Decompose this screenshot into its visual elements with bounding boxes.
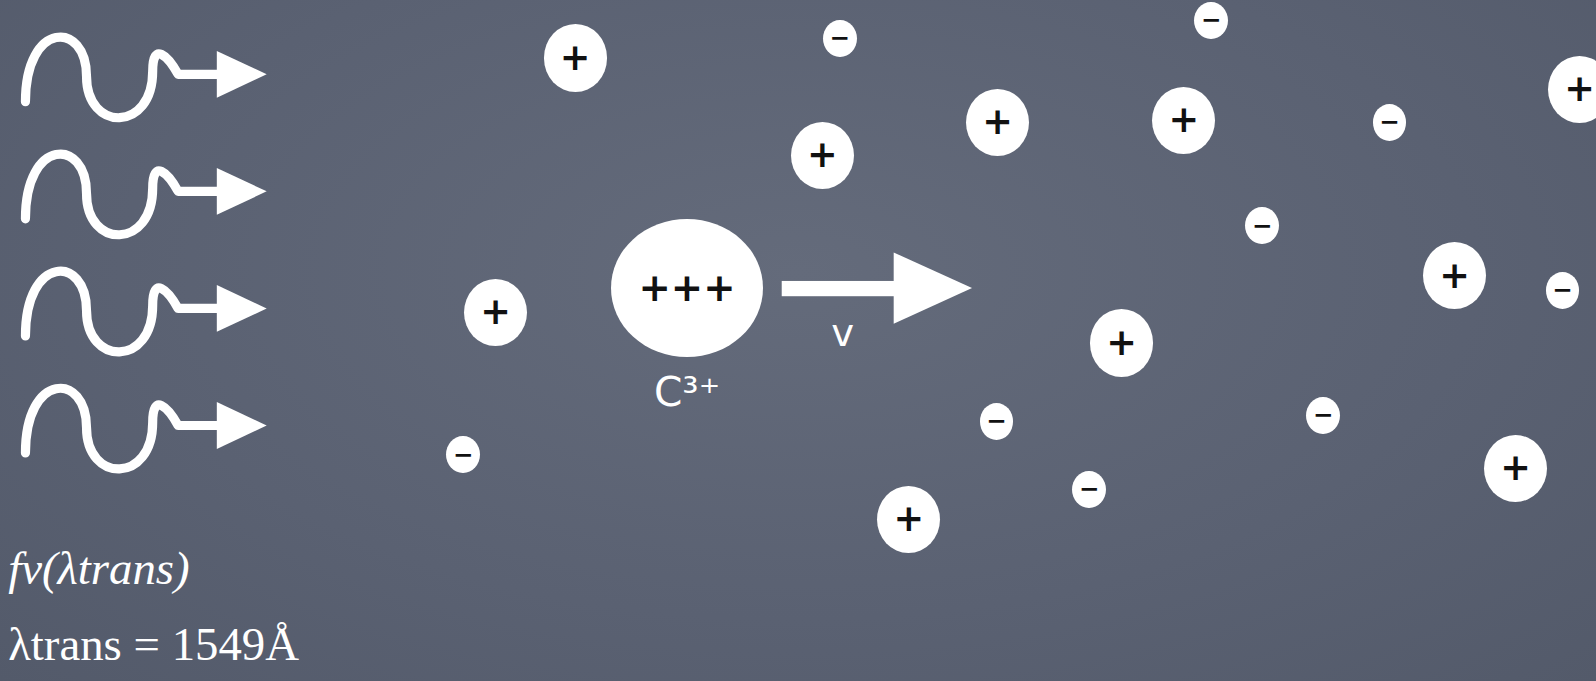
- wave: [25, 37, 218, 118]
- formula-label: λtrans = 1549Å: [8, 621, 299, 668]
- charge-circle: +: [791, 122, 854, 189]
- charge-circle: −: [446, 436, 480, 473]
- arrowhead: [217, 285, 267, 332]
- charge-circle: +: [966, 89, 1029, 156]
- charge-sign: +: [807, 137, 838, 174]
- charge-circle: −: [980, 403, 1014, 440]
- wave: [25, 388, 218, 469]
- charge-sign: +: [982, 104, 1013, 141]
- charge-circle: +: [877, 486, 940, 553]
- charge-circle: +: [544, 24, 607, 91]
- charge-circle: −: [1194, 2, 1228, 39]
- charge-sign: +: [1564, 71, 1595, 108]
- charge-sign: +: [1439, 258, 1470, 295]
- charge-circle: −: [823, 20, 857, 57]
- charge-sign: −: [1379, 110, 1399, 134]
- charge-sign: +: [1168, 102, 1199, 139]
- charge-circle: −: [1072, 471, 1106, 508]
- charge-circle: +: [1152, 87, 1215, 154]
- arrowhead: [217, 402, 267, 449]
- charge-circle: +: [464, 279, 527, 346]
- arrowhead: [894, 252, 972, 323]
- velocity-label: v: [831, 314, 854, 353]
- charge-sign: −: [1252, 214, 1272, 238]
- arrowhead: [217, 168, 267, 215]
- charge-circle: +: [1090, 309, 1153, 376]
- charge-circle: −: [1373, 104, 1407, 141]
- wave: [25, 154, 218, 235]
- ion-ellipse: +++C³⁺: [611, 219, 764, 357]
- charge-circle: −: [1306, 397, 1340, 434]
- charge-sign: +: [480, 294, 511, 331]
- charge-circle: +: [1548, 56, 1596, 123]
- charge-sign: −: [1079, 477, 1099, 501]
- charge-sign: +: [1106, 325, 1137, 362]
- ion-name: C³⁺: [654, 372, 720, 413]
- charge-circle: −: [1245, 207, 1279, 244]
- charge-circle: +: [1484, 435, 1547, 502]
- charge-circle: −: [1546, 272, 1580, 309]
- formula-label: fν(λtrans): [8, 545, 190, 592]
- charge-sign: +++: [638, 269, 735, 308]
- charge-sign: +: [1500, 450, 1531, 487]
- arrowhead: [217, 51, 267, 98]
- charge-sign: +: [560, 40, 591, 77]
- charge-sign: −: [830, 26, 850, 50]
- charge-circle: +: [1423, 242, 1486, 309]
- charge-sign: −: [453, 443, 473, 467]
- charge-sign: −: [1201, 8, 1221, 32]
- charge-sign: −: [1552, 278, 1572, 302]
- charge-sign: −: [1313, 403, 1333, 427]
- light-waves: [25, 37, 218, 469]
- charge-sign: −: [986, 409, 1006, 433]
- arrow-shaft: [782, 281, 898, 296]
- velocity-arrow: [782, 252, 972, 323]
- wave-arrowheads: [217, 51, 267, 449]
- wave: [25, 271, 218, 352]
- charge-sign: +: [894, 501, 925, 538]
